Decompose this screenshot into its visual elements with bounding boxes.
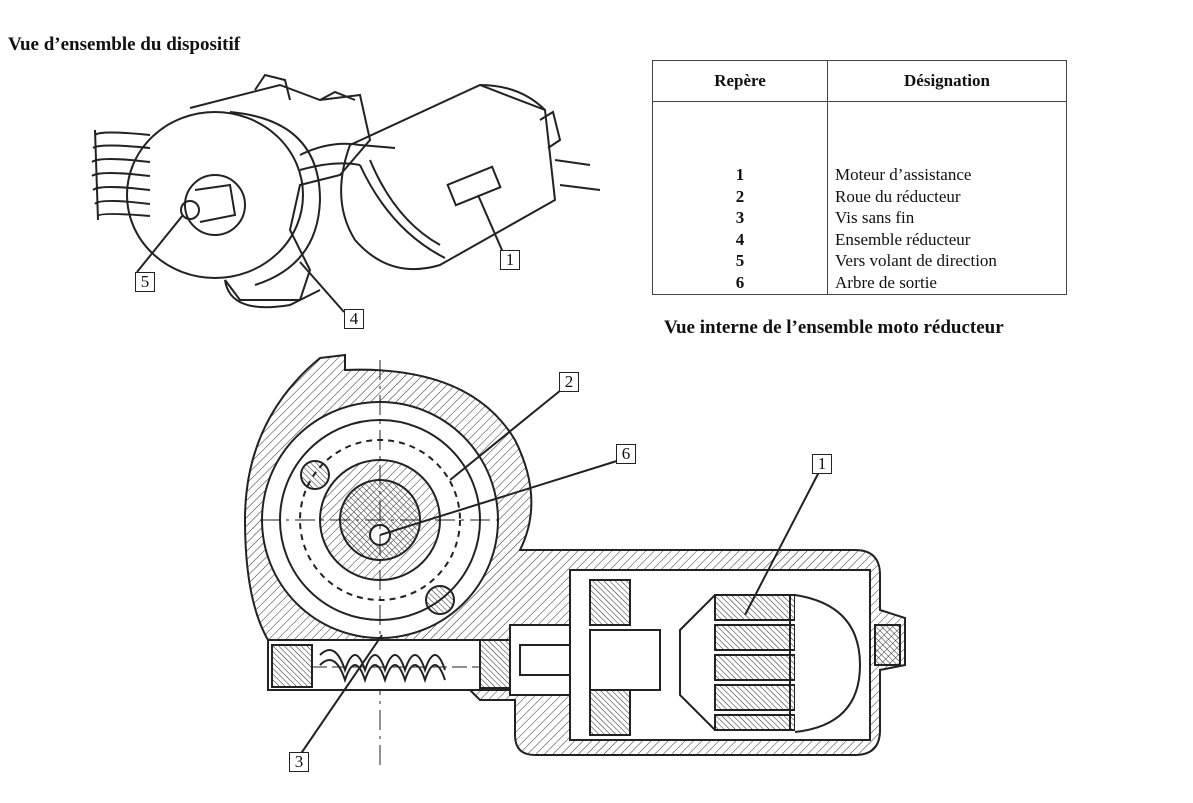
- worm-bearing-right: [479, 639, 511, 689]
- repere-5: 5: [735, 251, 745, 270]
- callout-6: 6: [616, 444, 636, 464]
- input-shaft: [184, 174, 246, 236]
- reducer-cover: [126, 111, 304, 279]
- callout-1-bottom: 1: [812, 454, 832, 474]
- worm-screw: [312, 649, 480, 684]
- motor-plate: [446, 165, 502, 207]
- repere-4: 4: [735, 229, 745, 249]
- commutator: [589, 629, 661, 691]
- leader-4: [299, 261, 345, 313]
- designation-5: Vers volant de direction: [835, 251, 997, 270]
- rotor-windings: [714, 594, 796, 731]
- callout-2: 2: [559, 372, 579, 392]
- leader-1-top: [477, 194, 506, 258]
- callout-4: 4: [344, 309, 364, 329]
- callout-5: 5: [135, 272, 155, 292]
- bolt-1: [300, 460, 330, 490]
- internal-view-drawing: [243, 353, 906, 770]
- repere-column: 1 2 3 4 5 6: [652, 101, 828, 295]
- repere-3: 3: [735, 208, 745, 227]
- overview-drawing: [91, 73, 601, 313]
- designation-4: Ensemble réducteur: [835, 229, 971, 249]
- designation-6: Arbre de sortie: [835, 272, 937, 292]
- designation-3: Vis sans fin: [835, 208, 915, 227]
- header-repere: Repère: [652, 60, 828, 102]
- brush-bottom: [589, 689, 631, 736]
- motor-body: [340, 83, 557, 271]
- internal-view-title: Vue interne de l’ensemble moto réducteur: [664, 317, 1004, 338]
- bellows-illustration: [91, 129, 151, 221]
- overview-title: Vue d’ensemble du dispositif: [8, 34, 241, 55]
- end-bearing: [874, 624, 901, 666]
- repere-6: 6: [735, 272, 745, 292]
- callout-1-top: 1: [500, 250, 520, 270]
- leader-6: [379, 459, 621, 536]
- repere-2: 2: [735, 186, 745, 206]
- repere-1: 1: [735, 165, 745, 184]
- leader-1: [744, 469, 821, 616]
- worm-bearing-left: [271, 644, 313, 688]
- designation-2: Roue du réducteur: [835, 186, 961, 206]
- designation-column: Moteur d’assistance Roue du réducteur Vi…: [827, 101, 1067, 295]
- legend-table: Repère Désignation 1 2 3 4 5 6 Moteur d’…: [652, 60, 1067, 295]
- designation-1: Moteur d’assistance: [835, 165, 972, 184]
- leader-2: [449, 389, 562, 481]
- leader-3: [299, 634, 383, 756]
- callout-3: 3: [289, 752, 309, 772]
- bolt-2: [425, 585, 455, 615]
- leader-5: [136, 214, 184, 273]
- brush-top: [589, 579, 631, 626]
